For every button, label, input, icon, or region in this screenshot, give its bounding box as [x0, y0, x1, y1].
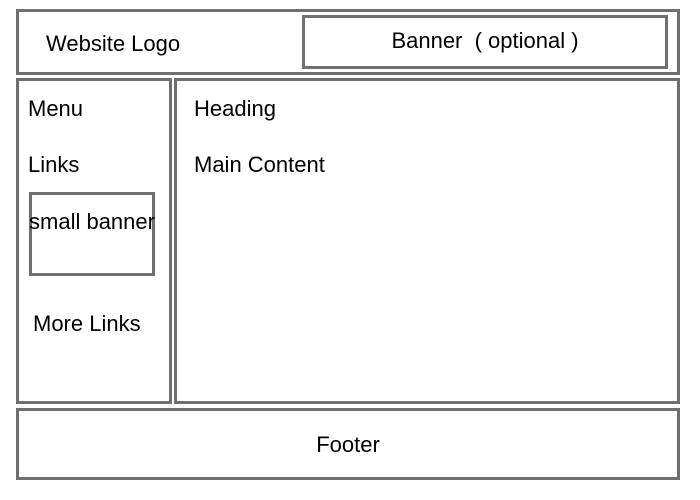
banner-label: Banner ( optional ) [391, 28, 579, 53]
menu-label: Menu [28, 96, 84, 121]
small-banner-label: small banner [29, 209, 155, 234]
small-banner-region [29, 192, 155, 276]
more-links-label: More Links [33, 311, 141, 336]
main-content-region [174, 78, 680, 404]
main-content-label: Main Content [194, 152, 325, 177]
footer-region [16, 408, 680, 480]
footer-label: Footer [316, 432, 380, 457]
links-label: Links [28, 152, 80, 177]
heading-label: Heading [194, 96, 276, 121]
banner-region [302, 15, 668, 69]
website-logo-label: Website Logo [46, 31, 181, 56]
